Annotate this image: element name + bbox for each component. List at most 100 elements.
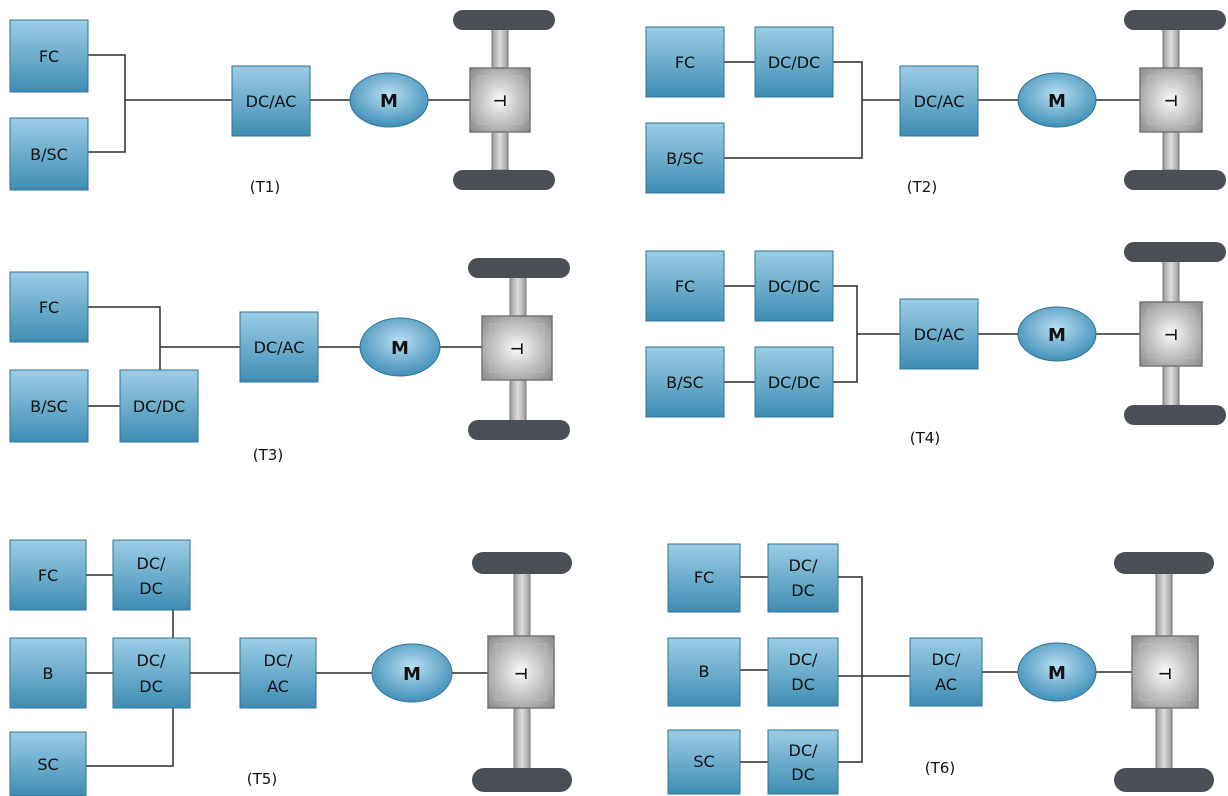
fc-block: FC [667,543,741,613]
caption-t6: (T6) [925,759,955,777]
dcdc-label: DC/DC [768,277,820,296]
dcdc-block: DC/DC [754,26,834,98]
dc-slash-label: DC/ [789,741,818,760]
wheel [472,768,572,792]
wire [88,54,126,153]
differential-icon: ⊣ [514,665,528,683]
sc-label: SC [693,752,714,771]
wheel-axle-assembly: ⊣ [453,10,555,190]
dc-slash-label: DC/ [137,651,166,670]
fc-block: FC [9,271,89,343]
differential-icon: ⊣ [1164,92,1178,110]
dcdc-block: DC/ DC [767,729,839,795]
dcac-label: DC/AC [914,325,965,344]
dcac-block: DC/AC [239,311,319,383]
bsc-label: B/SC [666,149,704,168]
bsc-block: B/SC [9,117,89,191]
wire [724,61,863,159]
ac-label: AC [935,675,957,694]
motor-label: M [1048,325,1066,346]
dc-slash-label: DC/ [789,556,818,575]
ac-label: AC [267,677,289,696]
topology-t5: FC DC/ DC B DC/ DC SC DC/ AC M [9,539,572,796]
motor: M [359,317,441,377]
fc-label: FC [675,277,695,296]
motor-label: M [1048,91,1066,112]
wheel-axle-assembly: ⊣ [1124,242,1226,425]
wheel [472,552,572,574]
bsc-label: B/SC [30,145,68,164]
wire [838,576,863,763]
topology-t4: FC DC/DC B/SC DC/DC DC/AC M ⊣ [645,242,1226,447]
motor: M [1017,72,1097,128]
topology-t2: FC DC/DC B/SC DC/AC M ⊣ (T2) [645,10,1226,196]
motor: M [1017,642,1097,702]
differential-icon: ⊣ [1164,326,1178,344]
wire [833,285,858,383]
dcac-block: DC/ AC [239,637,317,709]
motor: M [349,72,429,128]
dc-slash-label: DC/ [789,650,818,669]
differential-icon: ⊣ [510,340,524,358]
wheel [1124,10,1226,30]
fc-label: FC [39,47,59,66]
b-label: B [699,662,710,681]
dc-label: DC [791,581,815,600]
b-block: B [9,637,87,709]
dcac-label: DC/AC [246,92,297,111]
differential-icon: ⊣ [493,92,507,110]
caption-t5: (T5) [247,770,277,788]
wheel-axle-assembly: ⊣ [1114,552,1214,792]
dc-label: DC [791,675,815,694]
caption-t3: (T3) [253,446,283,464]
motor: M [1017,306,1097,362]
dc-label: DC [139,579,163,598]
caption-t1: (T1) [250,178,280,196]
motor-label: M [1048,663,1066,684]
fc-label: FC [39,298,59,317]
bsc-block: B/SC [645,346,725,418]
wheel-axle-assembly: ⊣ [1124,10,1226,190]
caption-t4: (T4) [910,429,940,447]
dcdc-block: DC/ DC [112,539,191,611]
dcdc-block: DC/ DC [112,637,191,709]
bsc-label: B/SC [30,397,68,416]
sc-block: SC [9,731,87,796]
dcdc-label: DC/DC [133,397,185,416]
wheel [1114,768,1214,792]
dc-label: DC [791,765,815,784]
topology-t6: FC DC/ DC B DC/ DC SC DC/ DC DC/ AC [667,543,1214,795]
b-block: B [667,637,741,707]
wheel [1124,405,1226,425]
fc-block: FC [9,19,89,93]
fc-block: FC [9,539,87,611]
dcac-block: DC/AC [231,65,311,137]
bsc-block: B/SC [9,369,89,443]
wheel [1124,170,1226,190]
wire [88,306,161,370]
dcac-block: DC/AC [899,65,979,137]
sc-block: SC [667,729,741,795]
bsc-block: B/SC [645,122,725,194]
dcdc-block: DC/DC [754,346,834,418]
sc-label: SC [37,755,58,774]
dc-label: DC [139,677,163,696]
motor-label: M [391,338,409,359]
wire [86,708,174,767]
dcac-block: DC/AC [899,298,979,370]
topology-t3: FC B/SC DC/DC DC/AC M ⊣ (T3) [9,258,570,464]
fc-block: FC [645,26,725,98]
dcdc-block: DC/DC [119,369,199,443]
bsc-label: B/SC [666,373,704,392]
dc-slash-label: DC/ [264,651,293,670]
caption-t2: (T2) [907,178,937,196]
wheel-axle-assembly: ⊣ [468,258,570,440]
wheel [453,10,555,30]
topology-t1: FC B/SC DC/AC M ⊣ (T1) [9,10,555,196]
wheel-axle-assembly: ⊣ [472,552,572,792]
dcdc-block: DC/DC [754,250,834,322]
dcac-label: DC/AC [254,338,305,357]
wheel [453,170,555,190]
fc-label: FC [694,568,714,587]
